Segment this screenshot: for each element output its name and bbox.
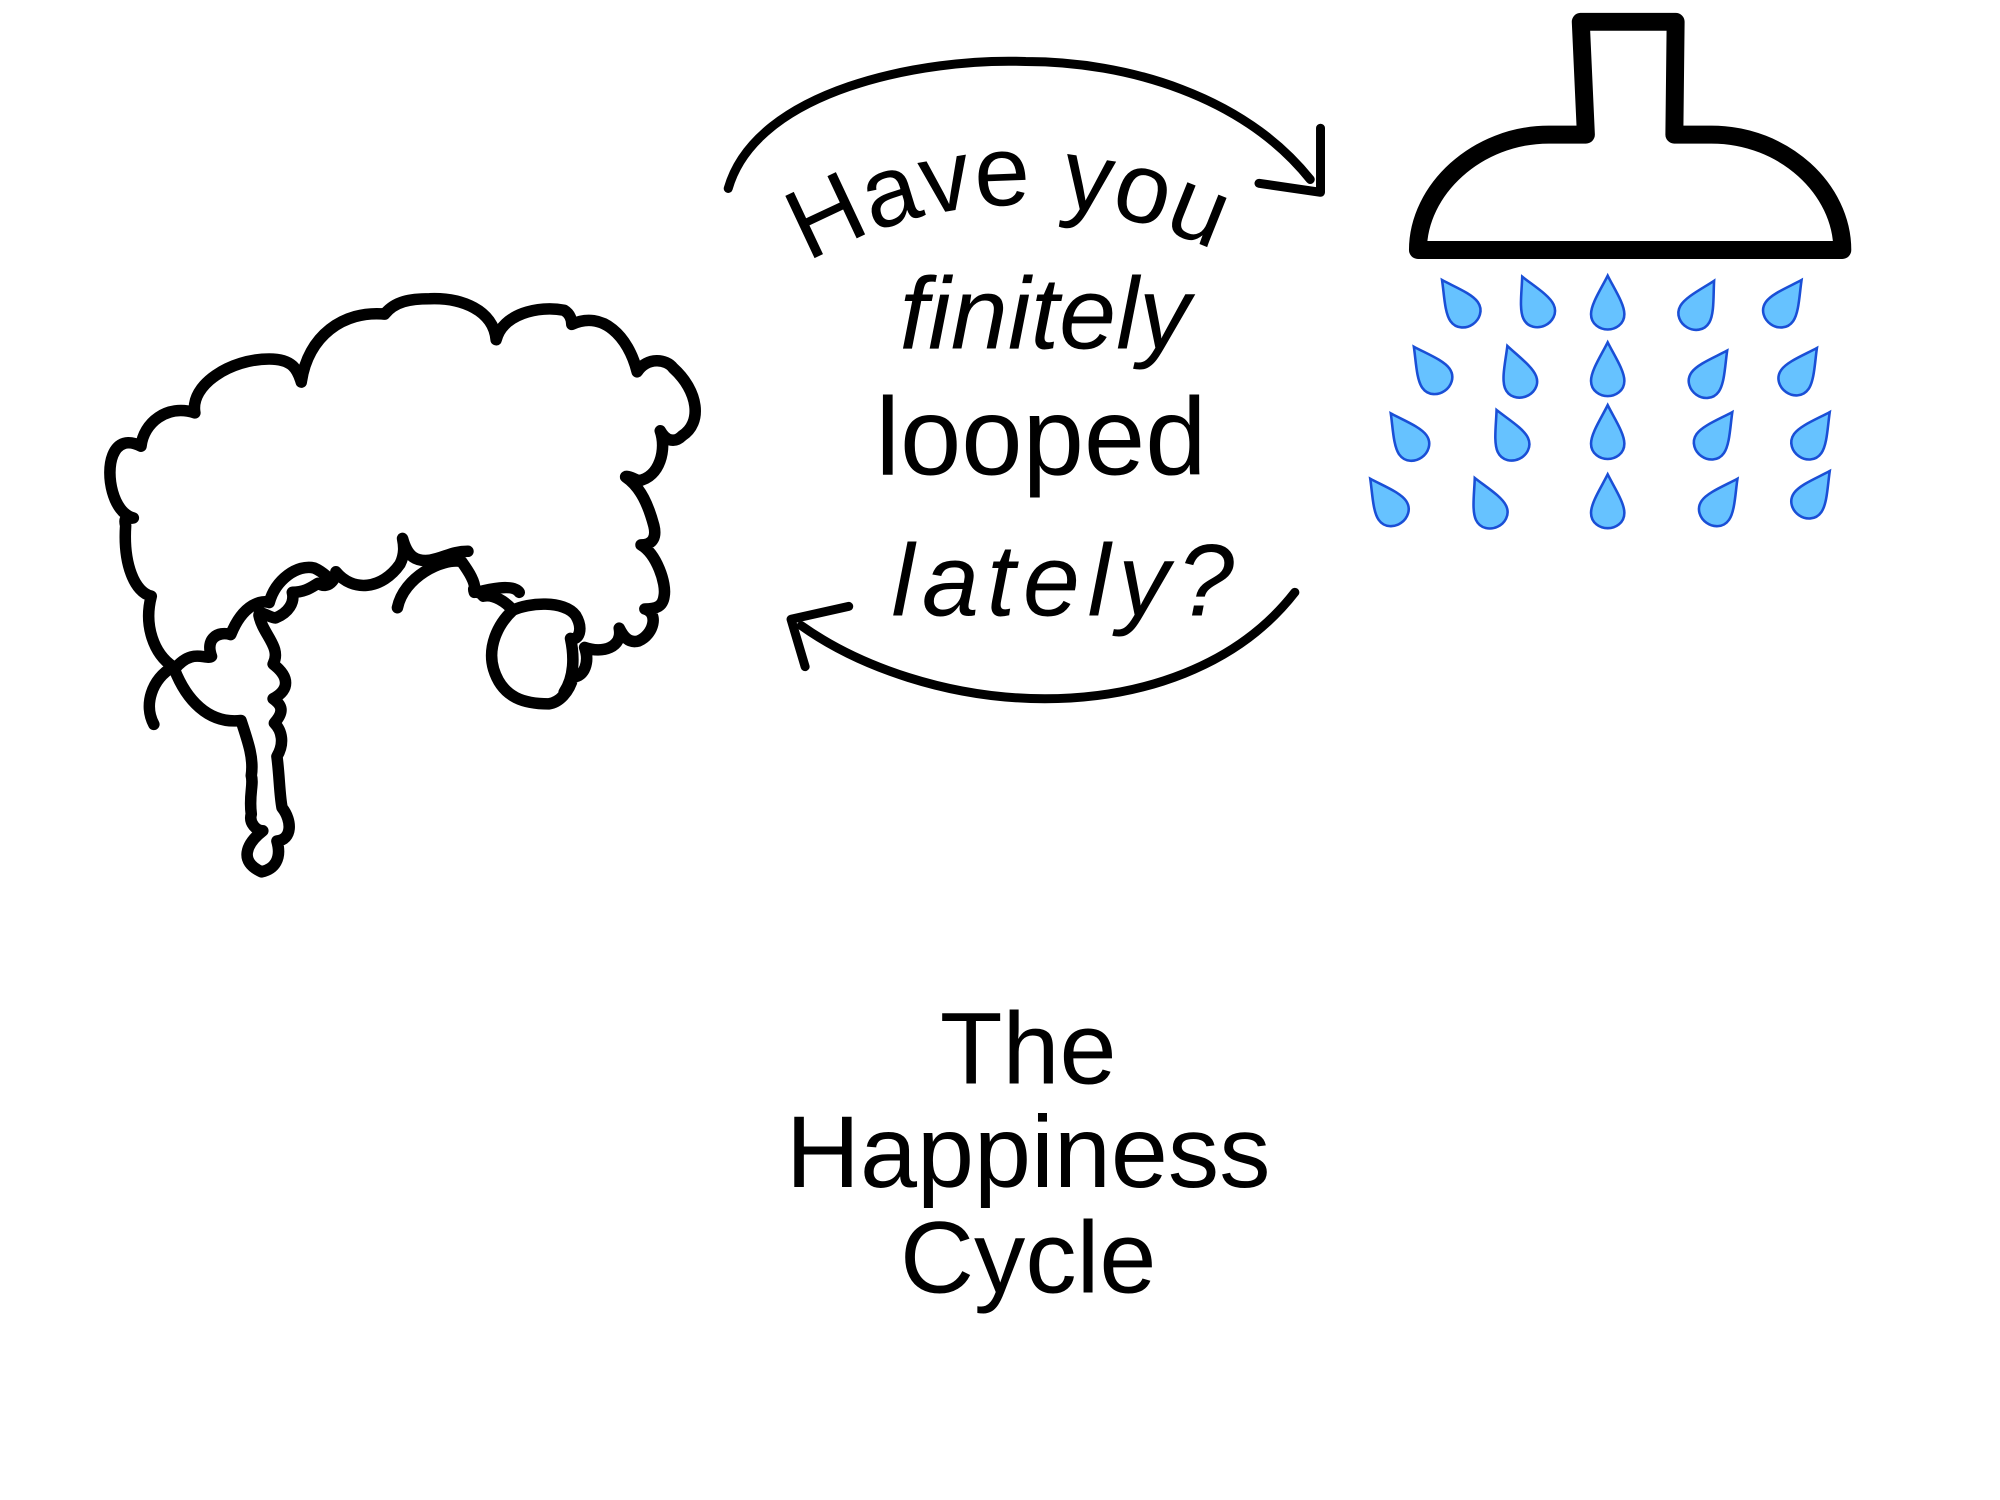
water-drop <box>1692 409 1734 461</box>
cycle-arrow-icon <box>723 56 1325 704</box>
lather-cloud-icon <box>104 292 701 878</box>
water-drop <box>1589 272 1626 331</box>
water-drop <box>1502 343 1539 399</box>
water-drop <box>1777 345 1819 397</box>
water-drop <box>1677 278 1716 332</box>
water-drop <box>1761 277 1804 329</box>
water-drop <box>1589 402 1626 461</box>
title-line-1: The <box>940 990 1117 1105</box>
bubble-line-3: looped <box>875 375 1206 498</box>
bubble-line-2: finitely <box>900 256 1196 371</box>
water-drop <box>1589 471 1626 530</box>
water-drop <box>1589 339 1626 398</box>
water-drop <box>1494 407 1531 462</box>
water-drop <box>1697 476 1740 528</box>
bubble-line-4: lately? <box>892 522 1242 637</box>
water-drop <box>1440 277 1482 329</box>
water-drop <box>1519 274 1557 329</box>
water-drops-icon <box>1368 272 1832 530</box>
water-drop <box>1790 409 1832 461</box>
water-drop <box>1368 476 1410 528</box>
water-drop <box>1687 348 1729 400</box>
title-line-3: Cycle <box>900 1199 1156 1314</box>
shower-head-icon <box>1408 12 1852 259</box>
water-drop <box>1389 411 1431 463</box>
water-drop <box>1790 468 1832 520</box>
title-line-2: Happiness <box>786 1094 1271 1209</box>
water-drop <box>1472 475 1509 530</box>
water-drop <box>1412 344 1454 396</box>
